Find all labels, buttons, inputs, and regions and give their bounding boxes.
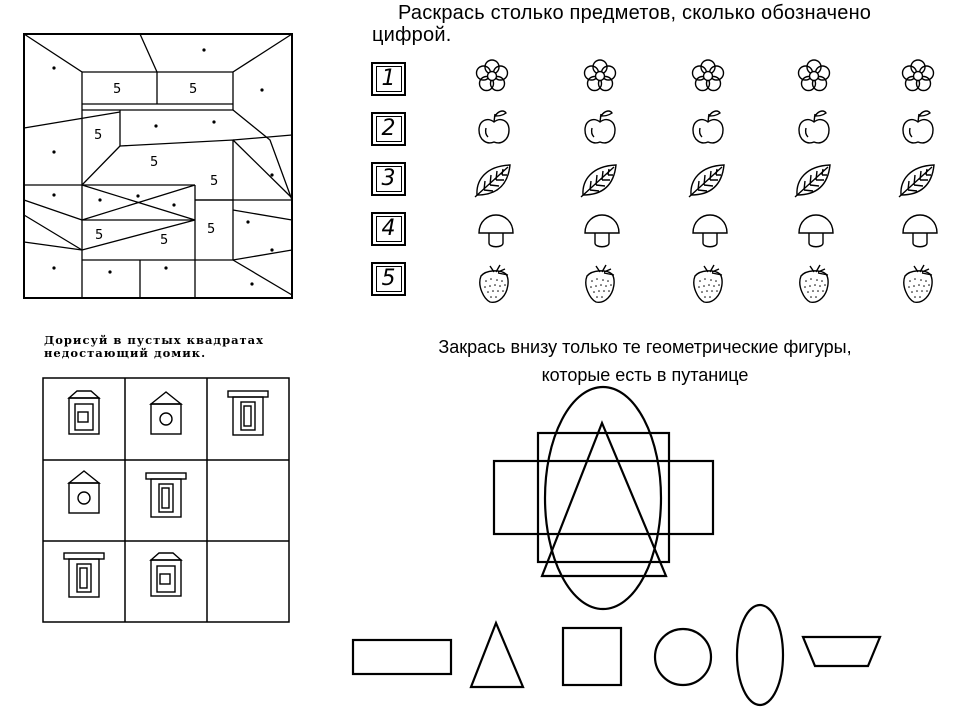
empty-house-cell[interactable] bbox=[210, 463, 286, 538]
tangle-square bbox=[536, 431, 671, 564]
ellipse-icon[interactable] bbox=[735, 603, 785, 707]
houses-task-title: Дорисуй в пустых квадратах недостающий д… bbox=[44, 334, 294, 360]
house-rect-icon bbox=[63, 552, 105, 598]
house-circle-icon bbox=[150, 391, 182, 435]
flower-icon[interactable] bbox=[797, 59, 831, 92]
circle-icon[interactable] bbox=[653, 627, 713, 687]
apple-icon[interactable] bbox=[584, 110, 616, 144]
count-row-4 bbox=[478, 214, 938, 248]
flower-icon[interactable] bbox=[583, 59, 617, 92]
shapes-task-title-line1: Закрась внизу только те геометрические ф… bbox=[438, 337, 852, 357]
mosaic-labels: 5 5 5 5 5 5 5 5 bbox=[94, 82, 218, 248]
mosaic-label: 5 bbox=[189, 82, 197, 97]
count-row-1 bbox=[475, 59, 935, 92]
apple-icon[interactable] bbox=[902, 110, 934, 144]
shapes-tangle bbox=[492, 385, 715, 611]
number-box-5: 5 bbox=[371, 262, 406, 296]
mosaic-label: 5 bbox=[94, 128, 102, 143]
strawberry-icon[interactable] bbox=[799, 264, 829, 304]
mushroom-icon[interactable] bbox=[478, 214, 514, 248]
mosaic-label: 5 bbox=[160, 233, 168, 248]
mushroom-icon[interactable] bbox=[902, 214, 938, 248]
number-box-2: 2 bbox=[371, 112, 406, 146]
count-row-3 bbox=[474, 164, 935, 198]
triangle-icon[interactable] bbox=[469, 620, 525, 689]
mushroom-icon[interactable] bbox=[692, 214, 728, 248]
apple-icon[interactable] bbox=[692, 110, 724, 144]
flower-icon[interactable] bbox=[475, 59, 509, 92]
shapes-task-title-line2: которые есть в путанице bbox=[541, 365, 749, 385]
houses-task-title-line1: Дорисуй в пустых квадратах bbox=[44, 333, 264, 347]
leaf-icon[interactable] bbox=[794, 164, 831, 198]
answer-shapes bbox=[351, 603, 882, 707]
rectangle-icon[interactable] bbox=[351, 638, 453, 676]
mosaic-label: 5 bbox=[210, 174, 218, 189]
trapezoid-icon[interactable] bbox=[801, 635, 882, 668]
shapes-task-title: Закрась внизу только те геометрические ф… bbox=[370, 333, 920, 389]
count-row-5 bbox=[479, 264, 933, 304]
mosaic-puzzle bbox=[23, 33, 293, 299]
house-rect-icon bbox=[145, 472, 187, 518]
number-box-3: 3 bbox=[371, 162, 406, 196]
count-row-2 bbox=[478, 110, 934, 144]
count-task-title-line1: Раскрась столько предметов, сколько обоз… bbox=[398, 2, 872, 24]
strawberry-icon[interactable] bbox=[693, 264, 723, 304]
house-rect-icon bbox=[227, 390, 269, 436]
leaf-icon[interactable] bbox=[580, 164, 617, 198]
leaf-icon[interactable] bbox=[474, 164, 511, 198]
flower-icon[interactable] bbox=[691, 59, 725, 92]
apple-icon[interactable] bbox=[798, 110, 830, 144]
leaf-icon[interactable] bbox=[898, 164, 935, 198]
square-icon[interactable] bbox=[561, 626, 623, 687]
mosaic-label: 5 bbox=[150, 155, 158, 170]
tangle-triangle bbox=[540, 420, 668, 578]
mosaic-label: 5 bbox=[207, 222, 215, 237]
strawberry-icon[interactable] bbox=[585, 264, 615, 304]
empty-house-cell[interactable] bbox=[210, 544, 286, 619]
mosaic-label: 5 bbox=[113, 82, 121, 97]
tangle-ellipse bbox=[543, 385, 663, 611]
flower-icon[interactable] bbox=[901, 59, 935, 92]
tangle-rectangle bbox=[492, 459, 715, 536]
house-square-icon bbox=[150, 552, 182, 597]
mosaic-label: 5 bbox=[95, 228, 103, 243]
count-task-title-line2: цифрой. bbox=[372, 24, 452, 46]
houses-grid bbox=[42, 377, 290, 623]
house-circle-icon bbox=[68, 470, 100, 514]
leaf-icon[interactable] bbox=[688, 164, 725, 198]
number-box-4: 4 bbox=[371, 212, 406, 246]
mushroom-icon[interactable] bbox=[584, 214, 620, 248]
strawberry-icon[interactable] bbox=[479, 264, 509, 304]
count-task-title: Раскрась столько предметов, сколько обоз… bbox=[372, 2, 958, 46]
mosaic-dots bbox=[52, 48, 274, 286]
number-box-1: 1 bbox=[371, 62, 406, 96]
house-square-icon bbox=[68, 390, 100, 435]
apple-icon[interactable] bbox=[478, 110, 510, 144]
strawberry-icon[interactable] bbox=[903, 264, 933, 304]
houses-task-title-line2: недостающий домик. bbox=[44, 346, 207, 360]
mushroom-icon[interactable] bbox=[798, 214, 834, 248]
